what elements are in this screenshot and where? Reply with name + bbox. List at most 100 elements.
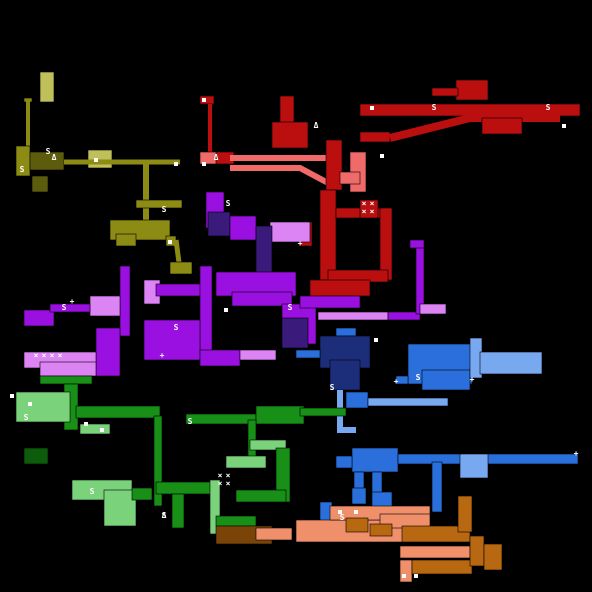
map-door-icon [338, 510, 342, 514]
map-marker-save-icon: S [340, 513, 345, 522]
map-marker-save-icon: S [416, 373, 421, 382]
map-room-purple [419, 303, 447, 315]
map-corridor-red [230, 165, 332, 187]
map-room-orange [483, 543, 503, 571]
map-marker-save-icon: S [24, 413, 29, 422]
map-marker-save-icon: S [432, 103, 437, 112]
map-room-green [249, 439, 287, 451]
map-room-olive [31, 175, 49, 193]
map-marker-boss-icon: × [58, 351, 63, 360]
map-door-icon [28, 402, 32, 406]
map-room-purple [119, 265, 131, 337]
map-room-orange [255, 527, 293, 541]
map-marker-boss-icon: × [362, 207, 367, 216]
map-room-green [235, 489, 287, 503]
map-marker-save-icon: S [62, 303, 67, 312]
map-room-green [15, 391, 71, 423]
map-room-green [171, 493, 185, 529]
map-marker-map-icon: Δ [52, 153, 57, 162]
map-marker-boss-icon: × [226, 471, 231, 480]
map-marker-item-icon: + [470, 375, 475, 384]
map-room-purple [89, 295, 121, 317]
map-room-green [131, 487, 153, 501]
map-room-green [185, 413, 257, 425]
map-room-blue [345, 391, 369, 409]
map-room-purple [231, 291, 293, 307]
map-door-icon [202, 98, 206, 102]
map-corridor-blue [337, 390, 356, 433]
map-room-purple [23, 309, 55, 327]
map-marker-save-icon: S [330, 383, 335, 392]
map-marker-save-icon: S [46, 147, 51, 156]
map-room-purple [415, 243, 425, 315]
map-room-green [153, 415, 163, 507]
map-door-icon [202, 162, 206, 166]
map-room-red [359, 199, 379, 219]
map-room-blue [459, 453, 489, 479]
map-marker-save-icon: S [226, 199, 231, 208]
map-room-blue [421, 369, 471, 391]
map-marker-item-icon: + [298, 239, 303, 248]
map-room-blue [335, 327, 357, 337]
map-room-purple [39, 361, 97, 377]
map-room-purple [199, 349, 241, 367]
map-room-purple [387, 311, 421, 321]
map-room-blue [395, 375, 409, 385]
map-room-blue [295, 349, 321, 359]
map-room-green [79, 423, 111, 435]
map-room-red [481, 117, 523, 135]
map-room-blue [371, 491, 393, 509]
map-room-orange [345, 517, 369, 533]
map-marker-save-icon: S [20, 165, 25, 174]
map-room-orange [369, 523, 393, 537]
map-room-purple [143, 319, 201, 361]
map-room-red [325, 139, 343, 191]
map-marker-map-icon: Δ [162, 511, 167, 520]
map-marker-save-icon: S [546, 103, 551, 112]
map-room-red [359, 131, 391, 143]
map-room-blue [329, 359, 361, 391]
map-marker-boss-icon: × [226, 479, 231, 488]
map-door-icon [174, 162, 178, 166]
map-room-purple [95, 327, 121, 377]
map-room-purple [207, 211, 231, 237]
map-door-icon [562, 124, 566, 128]
map-room-green [103, 489, 137, 527]
map-door-icon [380, 154, 384, 158]
map-room-purple [155, 283, 203, 297]
map-room-green [225, 455, 267, 469]
map-room-red [339, 171, 361, 185]
map-marker-map-icon: Δ [314, 121, 319, 130]
map-door-icon [84, 422, 88, 426]
map-room-orange [401, 525, 471, 543]
map-room-green [209, 479, 221, 535]
map-corridor-red [389, 114, 560, 142]
map-door-icon [402, 574, 406, 578]
map-marker-item-icon: + [70, 297, 75, 306]
map-door-icon [94, 158, 98, 162]
map-marker-boss-icon: × [362, 199, 367, 208]
map-marker-save-icon: S [162, 205, 167, 214]
map-marker-save-icon: S [188, 417, 193, 426]
map-marker-save-icon: S [162, 511, 167, 520]
map-room-red [199, 95, 215, 105]
map-room-olive [135, 199, 183, 209]
map-room-blue [351, 447, 399, 473]
map-room-green [23, 447, 49, 465]
map-room-red [279, 95, 295, 127]
map-room-green [39, 375, 93, 385]
map-marker-save-icon: S [288, 303, 293, 312]
map-marker-boss-icon: × [218, 479, 223, 488]
map-room-purple [49, 303, 91, 313]
map-door-icon [10, 394, 14, 398]
map-marker-save-icon: S [174, 323, 179, 332]
map-door-icon [370, 106, 374, 110]
map-rooms [15, 71, 581, 583]
map-room-purple [409, 239, 425, 249]
map-room-purple [239, 349, 277, 361]
map-door-icon [354, 510, 358, 514]
map-room-purple [229, 215, 257, 241]
map-room-red [271, 121, 309, 149]
map-door-icon [374, 338, 378, 342]
